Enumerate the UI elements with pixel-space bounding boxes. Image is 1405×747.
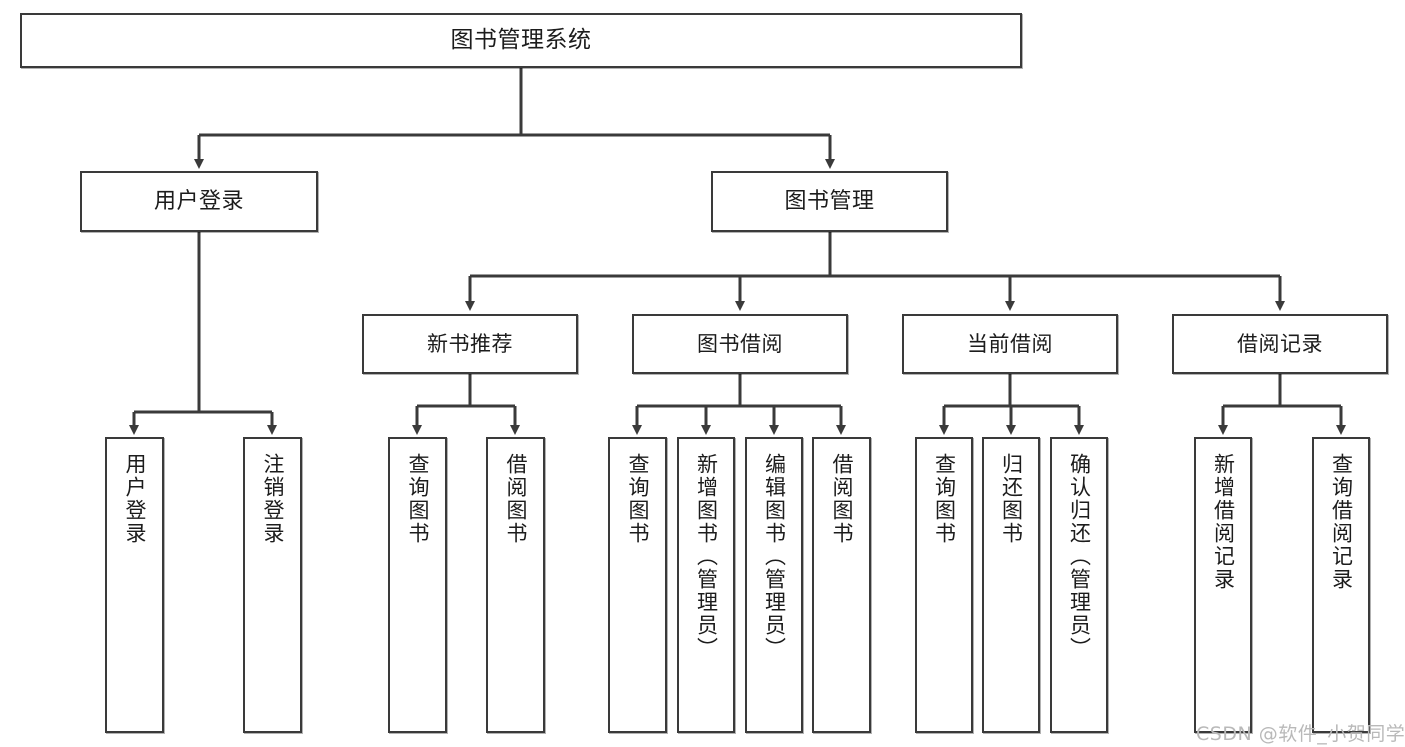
node-leaf-query-record[interactable]: 查询借阅记录: [1312, 437, 1370, 733]
node-leaf-query-record-label: 查询借阅记录: [1329, 453, 1354, 591]
node-new-book-rec-label: 新书推荐: [427, 331, 513, 356]
node-leaf-query-book-rec[interactable]: 查询图书: [388, 437, 447, 733]
node-root[interactable]: 图书管理系统: [20, 13, 1022, 68]
node-leaf-user-login[interactable]: 用户登录: [105, 437, 164, 733]
node-user-login-label: 用户登录: [153, 188, 244, 214]
watermark: CSDN @软件_小贺同学: [1196, 723, 1405, 745]
node-leaf-return-book-label: 归还图书: [999, 453, 1024, 545]
node-user-login[interactable]: 用户登录: [80, 171, 318, 232]
node-borrow-record-label: 借阅记录: [1237, 331, 1323, 356]
node-leaf-query-book[interactable]: 查询图书: [608, 437, 667, 733]
node-book-manage-label: 图书管理: [784, 188, 875, 214]
node-leaf-confirm-return-label: 确认归还（管理员）: [1067, 453, 1092, 660]
node-leaf-edit-book-label: 编辑图书（管理员）: [762, 453, 787, 660]
node-leaf-add-book[interactable]: 新增图书（管理员）: [677, 437, 735, 733]
node-new-book-rec[interactable]: 新书推荐: [362, 314, 578, 374]
node-leaf-user-login-label: 用户登录: [123, 453, 147, 545]
node-leaf-borrow-book-label: 借阅图书: [830, 453, 854, 545]
node-borrow-record[interactable]: 借阅记录: [1172, 314, 1388, 374]
node-current-borrow[interactable]: 当前借阅: [902, 314, 1118, 374]
node-book-borrow-label: 图书借阅: [697, 331, 783, 356]
node-leaf-user-logout[interactable]: 注销登录: [243, 437, 302, 733]
node-leaf-query-book-rec-label: 查询图书: [406, 453, 430, 545]
node-leaf-add-record[interactable]: 新增借阅记录: [1194, 437, 1252, 733]
node-leaf-query-book-cur-label: 查询图书: [932, 453, 957, 545]
node-leaf-add-book-label: 新增图书（管理员）: [694, 453, 719, 660]
node-leaf-edit-book[interactable]: 编辑图书（管理员）: [745, 437, 803, 733]
node-leaf-borrow-book-rec[interactable]: 借阅图书: [486, 437, 545, 733]
node-leaf-query-book-cur[interactable]: 查询图书: [915, 437, 973, 733]
node-book-manage[interactable]: 图书管理: [711, 171, 948, 232]
node-leaf-confirm-return[interactable]: 确认归还（管理员）: [1050, 437, 1108, 733]
node-leaf-query-book-label: 查询图书: [626, 453, 650, 545]
node-book-borrow[interactable]: 图书借阅: [632, 314, 848, 374]
node-root-label: 图书管理系统: [450, 27, 592, 54]
node-leaf-add-record-label: 新增借阅记录: [1211, 453, 1236, 591]
node-leaf-borrow-book[interactable]: 借阅图书: [812, 437, 871, 733]
node-current-borrow-label: 当前借阅: [967, 331, 1053, 356]
node-leaf-user-logout-label: 注销登录: [261, 453, 285, 545]
node-leaf-return-book[interactable]: 归还图书: [982, 437, 1040, 733]
node-leaf-borrow-book-rec-label: 借阅图书: [504, 453, 528, 545]
